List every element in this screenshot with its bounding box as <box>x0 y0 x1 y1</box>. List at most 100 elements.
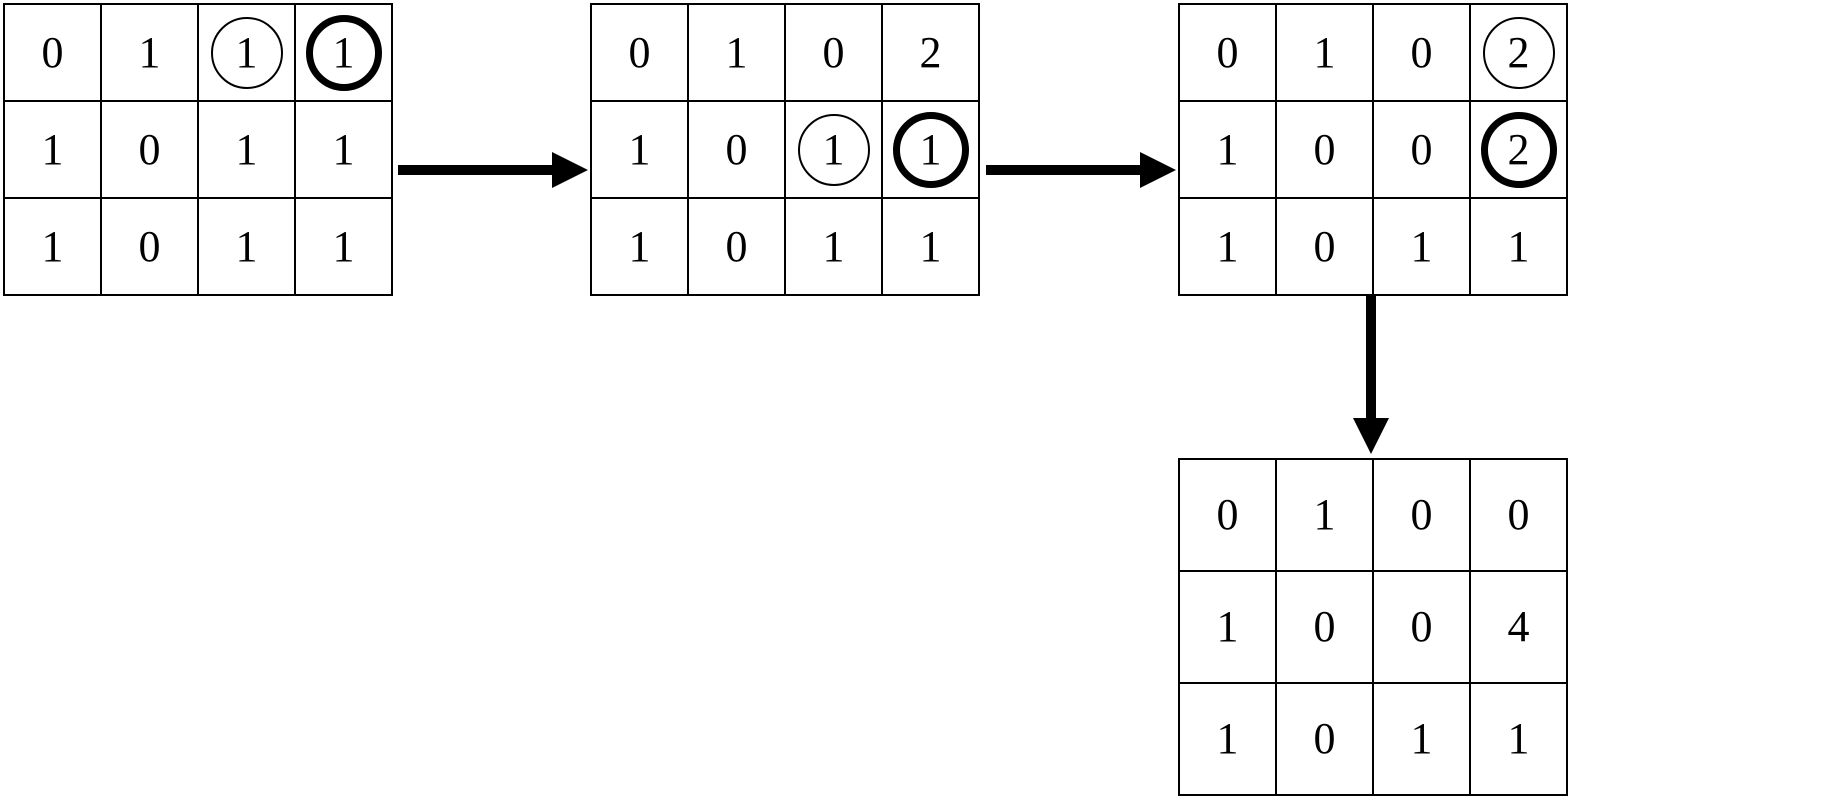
cell-value: 1 <box>332 221 355 271</box>
matrix-cell[interactable]: 0 <box>689 102 786 199</box>
cell-value: 1 <box>235 27 258 77</box>
matrix-cell[interactable]: 1 <box>1471 199 1568 296</box>
matrix-cell[interactable]: 0 <box>1180 460 1277 572</box>
cell-value: 1 <box>235 124 258 174</box>
matrix-cell[interactable]: 1 <box>296 199 393 296</box>
matrix-cell[interactable]: 1 <box>592 102 689 199</box>
matrix-cell[interactable]: 0 <box>1277 684 1374 796</box>
matrix-cell[interactable]: 1 <box>1374 684 1471 796</box>
arrow-shaft <box>398 165 556 175</box>
cell-value: 2 <box>1507 27 1530 77</box>
matrix-cell[interactable]: 1 <box>1180 199 1277 296</box>
matrix-step-1: 0 1 1 1 1 0 1 1 1 0 1 1 <box>3 3 393 296</box>
cell-value: 1 <box>1216 714 1239 763</box>
cell-value: 1 <box>41 124 64 174</box>
arrow-head-icon <box>1140 152 1176 188</box>
cell-value: 1 <box>822 124 845 174</box>
cell-value: 0 <box>725 221 748 271</box>
cell-value: 1 <box>41 221 64 271</box>
cell-value: 0 <box>1507 490 1530 539</box>
matrix-cell[interactable]: 1 <box>199 102 296 199</box>
cell-value: 0 <box>822 27 845 77</box>
arrow-shaft <box>1366 296 1376 424</box>
matrix-cell[interactable]: 0 <box>1471 460 1568 572</box>
cell-value: 0 <box>1216 490 1239 539</box>
matrix-cell[interactable]: 0 <box>689 199 786 296</box>
cell-value: 0 <box>628 27 651 77</box>
cell-value: 4 <box>1507 602 1530 651</box>
matrix-cell[interactable]: 1 <box>5 199 102 296</box>
matrix-cell[interactable]: 1 <box>1180 102 1277 199</box>
cell-value: 0 <box>1410 490 1433 539</box>
matrix-cell[interactable]: 1 <box>296 102 393 199</box>
matrix-cell[interactable]: 1 <box>1180 572 1277 684</box>
cell-value: 0 <box>138 221 161 271</box>
matrix-cell[interactable]: 4 <box>1471 572 1568 684</box>
matrix-cell[interactable]: 0 <box>1374 5 1471 102</box>
matrix-cell[interactable]: 1 <box>199 5 296 102</box>
cell-value: 2 <box>1507 124 1530 174</box>
cell-value: 0 <box>1313 124 1336 174</box>
cell-value: 0 <box>1313 714 1336 763</box>
cell-value: 1 <box>919 221 942 271</box>
cell-value: 1 <box>725 27 748 77</box>
cell-value: 1 <box>332 27 355 77</box>
arrow-head-icon <box>552 152 588 188</box>
matrix-cell[interactable]: 0 <box>592 5 689 102</box>
matrix-cell[interactable]: 0 <box>102 199 199 296</box>
matrix-cell[interactable]: 2 <box>1471 5 1568 102</box>
cell-value: 0 <box>1313 221 1336 271</box>
matrix-cell[interactable]: 0 <box>786 5 883 102</box>
matrix-cell[interactable]: 0 <box>1277 572 1374 684</box>
matrix-cell[interactable]: 2 <box>1471 102 1568 199</box>
matrix-cell[interactable]: 1 <box>689 5 786 102</box>
matrix-cell[interactable]: 1 <box>5 102 102 199</box>
cell-value: 1 <box>628 221 651 271</box>
matrix-cell[interactable]: 1 <box>883 199 980 296</box>
matrix-cell[interactable]: 0 <box>1374 102 1471 199</box>
cell-value: 0 <box>1410 602 1433 651</box>
cell-value: 1 <box>919 124 942 174</box>
cell-value: 1 <box>1313 27 1336 77</box>
cell-value: 0 <box>41 27 64 77</box>
cell-value: 2 <box>919 27 942 77</box>
cell-value: 0 <box>1216 27 1239 77</box>
matrix-cell[interactable]: 1 <box>883 102 980 199</box>
matrix-cell[interactable]: 0 <box>1277 199 1374 296</box>
cell-value: 1 <box>1216 124 1239 174</box>
cell-value: 1 <box>822 221 845 271</box>
cell-value: 1 <box>1216 602 1239 651</box>
matrix-cell[interactable]: 1 <box>786 199 883 296</box>
matrix-cell[interactable]: 0 <box>1277 102 1374 199</box>
matrix-cell[interactable]: 0 <box>102 102 199 199</box>
cell-value: 0 <box>138 124 161 174</box>
matrix-cell[interactable]: 1 <box>1180 684 1277 796</box>
arrow-shaft <box>986 165 1144 175</box>
matrix-cell[interactable]: 0 <box>1374 460 1471 572</box>
matrix-cell[interactable]: 1 <box>1471 684 1568 796</box>
matrix-cell[interactable]: 0 <box>5 5 102 102</box>
cell-value: 0 <box>725 124 748 174</box>
cell-value: 1 <box>1216 221 1239 271</box>
matrix-cell[interactable]: 0 <box>1374 572 1471 684</box>
matrix-cell[interactable]: 1 <box>592 199 689 296</box>
matrix-cell[interactable]: 1 <box>102 5 199 102</box>
matrix-cell[interactable]: 1 <box>296 5 393 102</box>
cell-value: 1 <box>1507 221 1530 271</box>
cell-value: 1 <box>235 221 258 271</box>
cell-value: 1 <box>1410 714 1433 763</box>
matrix-cell[interactable]: 2 <box>883 5 980 102</box>
cell-value: 0 <box>1410 124 1433 174</box>
matrix-cell[interactable]: 1 <box>199 199 296 296</box>
matrix-cell[interactable]: 0 <box>1180 5 1277 102</box>
cell-value: 1 <box>138 27 161 77</box>
cell-value: 1 <box>332 124 355 174</box>
matrix-cell[interactable]: 1 <box>1277 5 1374 102</box>
cell-value: 0 <box>1410 27 1433 77</box>
matrix-cell[interactable]: 1 <box>786 102 883 199</box>
matrix-cell[interactable]: 1 <box>1374 199 1471 296</box>
matrix-cell[interactable]: 1 <box>1277 460 1374 572</box>
cell-value: 1 <box>1313 490 1336 539</box>
